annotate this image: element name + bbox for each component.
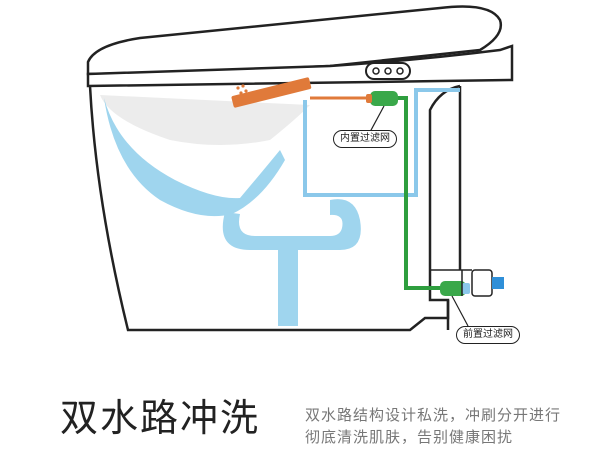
feature-description: 双水路结构设计私洗，冲刷分开进行 彻底清洗肌肤，告别健康困扰 (305, 404, 561, 448)
description-line: 双水路结构设计私洗，冲刷分开进行 (305, 406, 562, 424)
trap-pipe (222, 199, 361, 250)
toilet-cross-section-diagram (86, 5, 514, 332)
bowl-interior (100, 95, 310, 145)
wash-nozzle (231, 77, 312, 108)
callout-leader (451, 295, 469, 327)
control-panel (365, 62, 411, 80)
flush-pipe (303, 88, 460, 197)
control-button-icon (384, 67, 392, 75)
control-button-icon (372, 67, 380, 75)
callout-leader (369, 105, 385, 133)
toilet-body-outline (88, 84, 461, 332)
description-line: 彻底清洗肌肤，告别健康困扰 (305, 428, 514, 446)
bowl-water (104, 98, 285, 217)
front-filter-label: 前置过滤网 (456, 326, 520, 344)
front-filter-icon (440, 281, 470, 296)
inner-filter-icon (366, 91, 398, 106)
inlet-valve (461, 269, 504, 297)
inner-filter-label: 内置过滤网 (333, 130, 397, 148)
clean-water-pipe (396, 96, 442, 290)
feature-title: 双水路冲洗 (60, 396, 261, 440)
control-button-icon (396, 67, 404, 75)
drain-pipe (278, 236, 298, 326)
